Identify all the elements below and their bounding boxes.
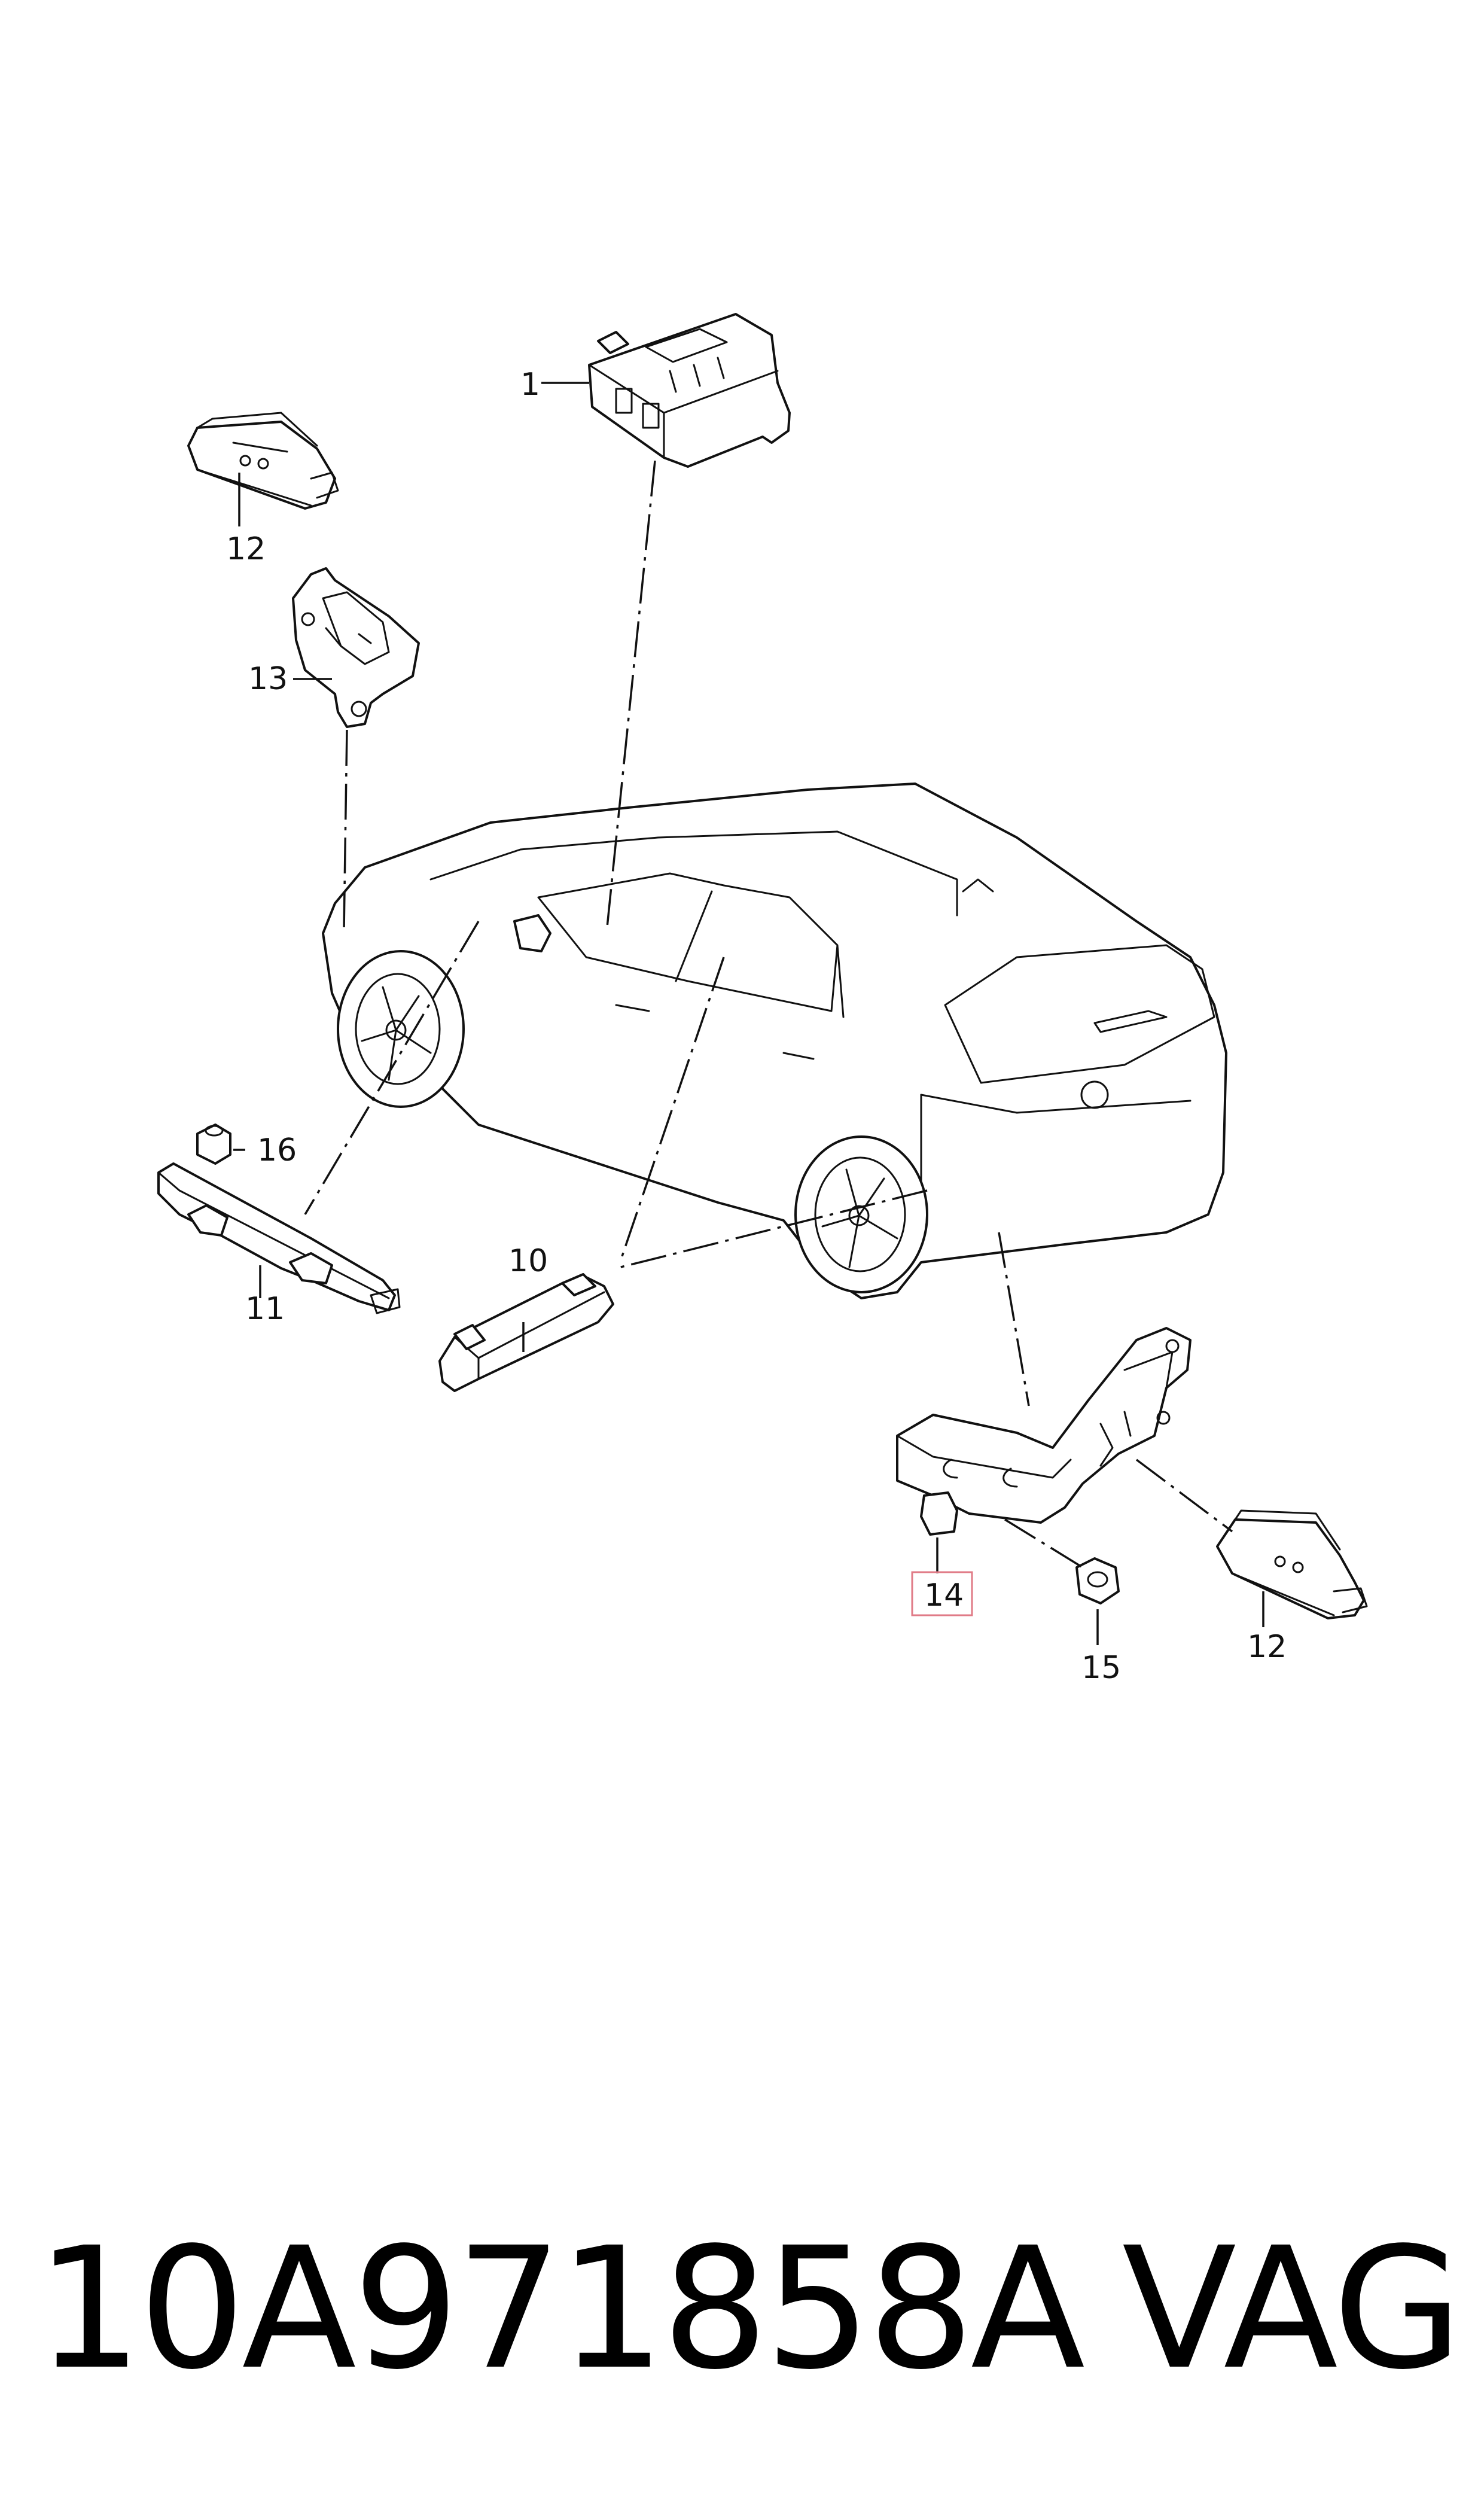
part-16-nut [196,1123,231,1165]
callout-13: 13 [248,661,288,697]
part-15-nut [1075,1557,1120,1604]
part-number: 10A971858A [36,2212,1085,2407]
callout-16: 16 [257,1132,297,1168]
callout-labels: 1 12 13 16 11 10 14 15 12 [226,367,1287,1686]
callout-12-lower: 12 [1247,1629,1287,1665]
callout-1: 1 [520,367,540,403]
leader-lines [304,460,1233,1569]
brand-name: VAG [1122,2212,1462,2407]
rear-wheel [794,1135,928,1293]
part-11-bracket [157,1162,401,1314]
callout-10: 10 [508,1243,548,1279]
callout-14: 14 [924,1578,964,1613]
front-wheel [337,950,465,1108]
part-14-bracket-assembly [896,1327,1192,1536]
callout-12-upper: 12 [226,531,266,567]
part-12-sensor-module-upper [187,412,339,510]
callout-11: 11 [245,1291,285,1327]
part-13-bracket [292,567,420,728]
part-12-sensor-module-lower [1216,1509,1368,1619]
part-1-control-module [588,313,791,468]
callout-14-highlight-box [911,1571,973,1616]
car-body [322,783,1227,1299]
callout-ticks [233,382,1264,1645]
part-10-antenna-bar [438,1273,614,1392]
callout-15: 15 [1081,1650,1121,1686]
